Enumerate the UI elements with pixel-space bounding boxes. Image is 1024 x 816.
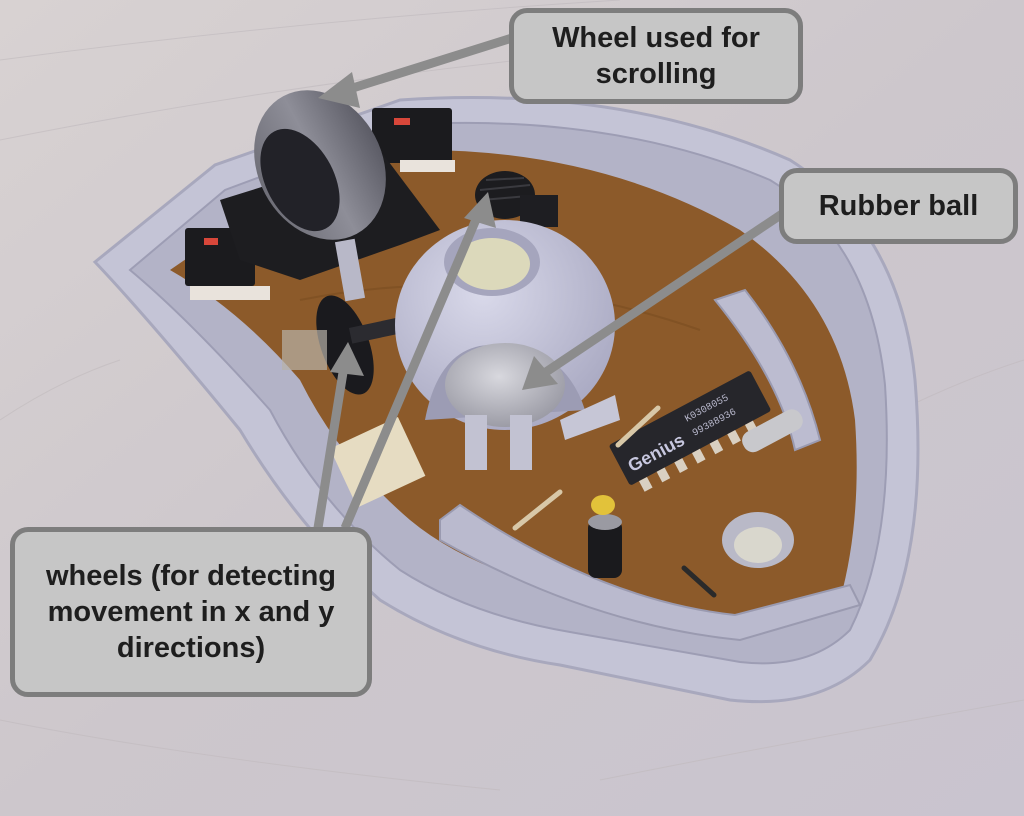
arrow-to-x-wheel [313,359,350,529]
callout-xy-wheels: wheels (for detecting movement in x and … [10,527,372,697]
scroll-wheel [220,90,440,302]
arrow-to-rubber-ball [537,208,788,380]
arrow-to-y-wheel [340,208,485,530]
callout-rubber-ball: Rubber ball [779,168,1018,244]
ic-chip: Genius K0308055 99388936 [609,371,771,492]
arrow-to-scroll-wheel [338,33,514,97]
screw-hole [722,512,794,568]
inner-wall [439,503,862,642]
callout-xy-wheels-label: wheels (for detecting movement in x and … [45,560,337,664]
callout-scroll-wheel: Wheel used for scrolling [509,8,803,104]
surface-texture [0,0,1024,790]
microswitch-right [372,108,455,172]
annotation-arrows [313,33,788,530]
crystal-oscillator [742,409,803,453]
callout-rubber-ball-label: Rubber ball [818,190,979,222]
callout-scroll-wheel-label: Wheel used for scrolling [552,22,760,90]
capacitor [588,520,622,578]
yellow-capacitor [591,495,615,515]
